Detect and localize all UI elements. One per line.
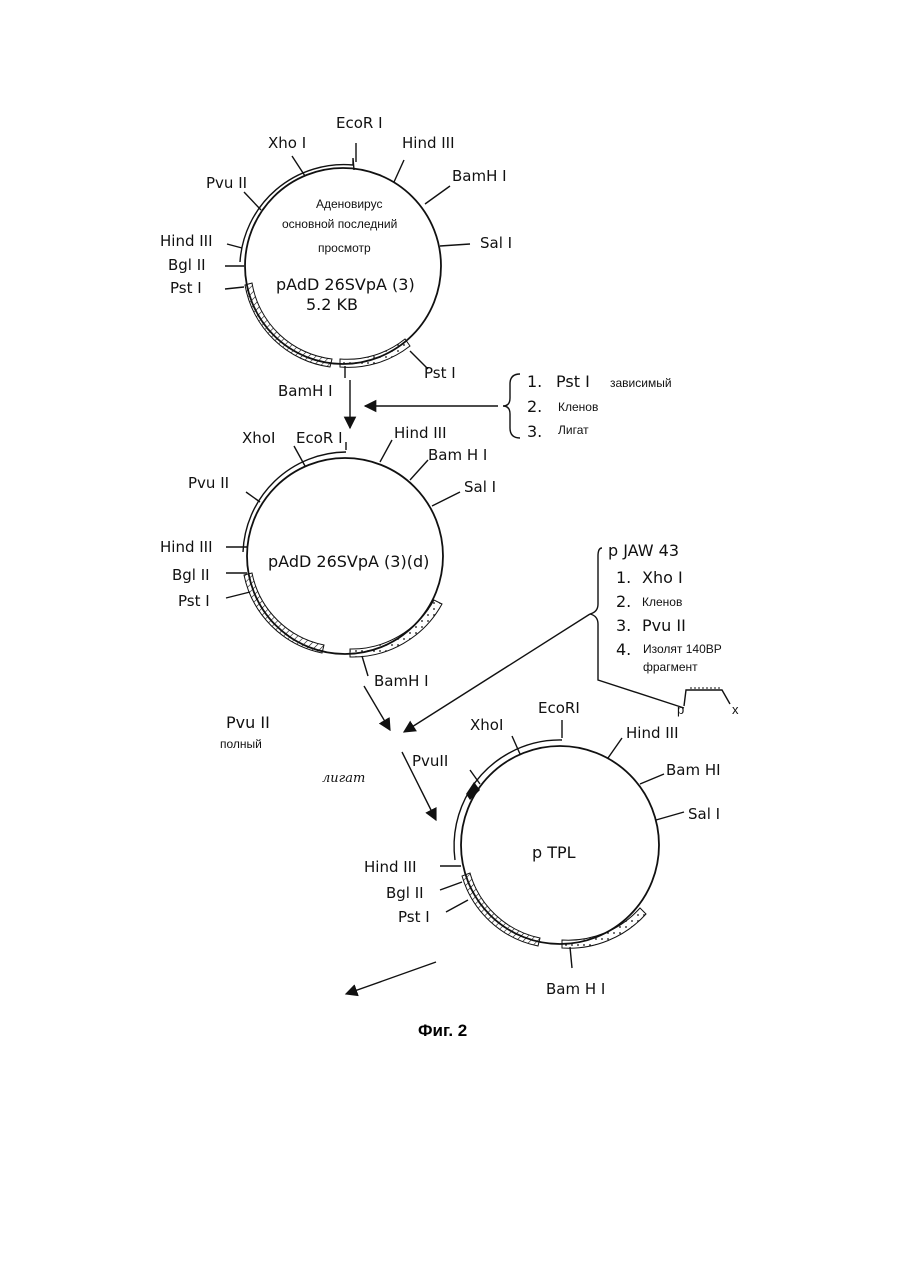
p1-site-bamhi-top: BamH I <box>452 167 507 185</box>
p1-insert-line1: Аденовирус <box>316 197 382 211</box>
p1-site-pst-left: Pst I <box>170 279 202 297</box>
p1-insert-line2: основной последний <box>282 217 397 231</box>
pjaw-num-3: 3. <box>616 616 631 635</box>
p3-site-pst-left: Pst I <box>398 908 430 926</box>
p2-site-bamhi-bottom: BamH I <box>374 672 429 690</box>
pjaw-text-1: Xho I <box>642 568 683 587</box>
plasmid-2-hatched-segment <box>244 573 324 653</box>
pjaw-text-2: Кленов <box>642 595 682 609</box>
pjaw-num-2: 2. <box>616 592 631 611</box>
p1-site-sali: Sal I <box>480 234 512 252</box>
step1-site-1: Pst I <box>556 372 590 391</box>
plasmid-3: EcoRI XhoI PvuII Hind III Bam HI Sal I H… <box>364 699 721 998</box>
pjaw-fragment-right: x <box>732 702 739 717</box>
pjaw-text-4: Изолят 140BP <box>643 642 722 656</box>
p3-site-sali: Sal I <box>688 805 720 823</box>
ligate-note: лигат <box>322 771 365 786</box>
step1-text-1: зависимый <box>610 376 672 390</box>
p1-size: 5.2 KB <box>306 295 358 314</box>
p3-site-bglii: Bgl II <box>386 884 424 902</box>
step1-text-2: Кленов <box>558 400 598 414</box>
p2-site-ecori: EcoR I <box>296 429 343 447</box>
plasmid-2-insert-arc <box>243 452 346 552</box>
step1-list: 1. Pst I зависимый 2. Кленов 3. Лигат <box>527 372 672 441</box>
p2-site-bglii: Bgl II <box>172 566 210 584</box>
plasmid-1-dotted-segment <box>340 339 410 367</box>
p3-site-ecori: EcoRI <box>538 699 580 717</box>
p2-site-hind-left: Hind III <box>160 538 213 556</box>
pjaw-text-3: Pvu II <box>642 616 686 635</box>
p3-site-bamhi-top: Bam HI <box>666 761 721 779</box>
pjaw-title: p JAW 43 <box>608 541 679 560</box>
figure-caption: Фиг. 2 <box>418 1021 467 1040</box>
p1-site-ecori: EcoR I <box>336 114 383 132</box>
p1-site-hind-left: Hind III <box>160 232 213 250</box>
p3-site-hind-top: Hind III <box>626 724 679 742</box>
step1-num-3: 3. <box>527 422 542 441</box>
p2-name: pAdD 26SVpA (3)(d) <box>268 552 429 571</box>
p1-site-hind-top: Hind III <box>402 134 455 152</box>
pjaw-text-4-line2: фрагмент <box>643 660 698 674</box>
plasmid-1: EcoR I Hind III BamH I Sal I Pst I Xho I… <box>160 114 512 400</box>
p1-name: pAdD 26SVpA (3) <box>276 275 415 294</box>
pjaw-fragment-left: p <box>677 702 684 717</box>
pjaw-num-1: 1. <box>616 568 631 587</box>
pjaw-num-4: 4. <box>616 640 631 659</box>
p2-site-sali: Sal I <box>464 478 496 496</box>
p1-insert-line3: просмотр <box>318 241 371 255</box>
step1-text-3: Лигат <box>558 423 589 437</box>
p2-site-hind-top: Hind III <box>394 424 447 442</box>
p2-site-bamhi-top: Bam H I <box>428 446 487 464</box>
pjaw-fragment-sketch <box>684 690 730 706</box>
pvu-note-text: полный <box>220 737 262 751</box>
p3-site-hind-left: Hind III <box>364 858 417 876</box>
p2-site-pst-left: Pst I <box>178 592 210 610</box>
step1-num-2: 2. <box>527 397 542 416</box>
plasmid-2: XhoI EcoR I Hind III Bam H I Sal I Pvu I… <box>160 424 496 690</box>
plasmid-2-dotted-segment <box>350 600 442 657</box>
p3-name: p TPL <box>532 843 576 862</box>
p2-site-pvuii: Pvu II <box>188 474 229 492</box>
p3-site-xhoi: XhoI <box>470 716 503 734</box>
pvu-note-site: Pvu II <box>226 713 270 732</box>
p1-site-pst-right: Pst I <box>424 364 456 382</box>
p3-site-pvuii: PvuII <box>412 752 448 770</box>
pjaw-block: p JAW 43 1. Xho I 2. Кленов 3. Pvu II 4.… <box>590 541 739 717</box>
p1-site-xhoi: Xho I <box>268 134 306 152</box>
p1-site-pvuii: Pvu II <box>206 174 247 192</box>
p1-site-bamhi-bottom: BamH I <box>278 382 333 400</box>
stray-arrow <box>346 962 436 994</box>
step1-brace <box>503 374 520 438</box>
p2-site-xhoi: XhoI <box>242 429 275 447</box>
p3-site-bamhi-bottom: Bam H I <box>546 980 605 998</box>
plasmid-3-hatched-segment <box>462 873 540 946</box>
step1-num-1: 1. <box>527 372 542 391</box>
arrow-p2-to-ligate <box>364 686 390 730</box>
p1-site-bglii: Bgl II <box>168 256 206 274</box>
plasmid-3-dotted-segment <box>562 908 646 948</box>
